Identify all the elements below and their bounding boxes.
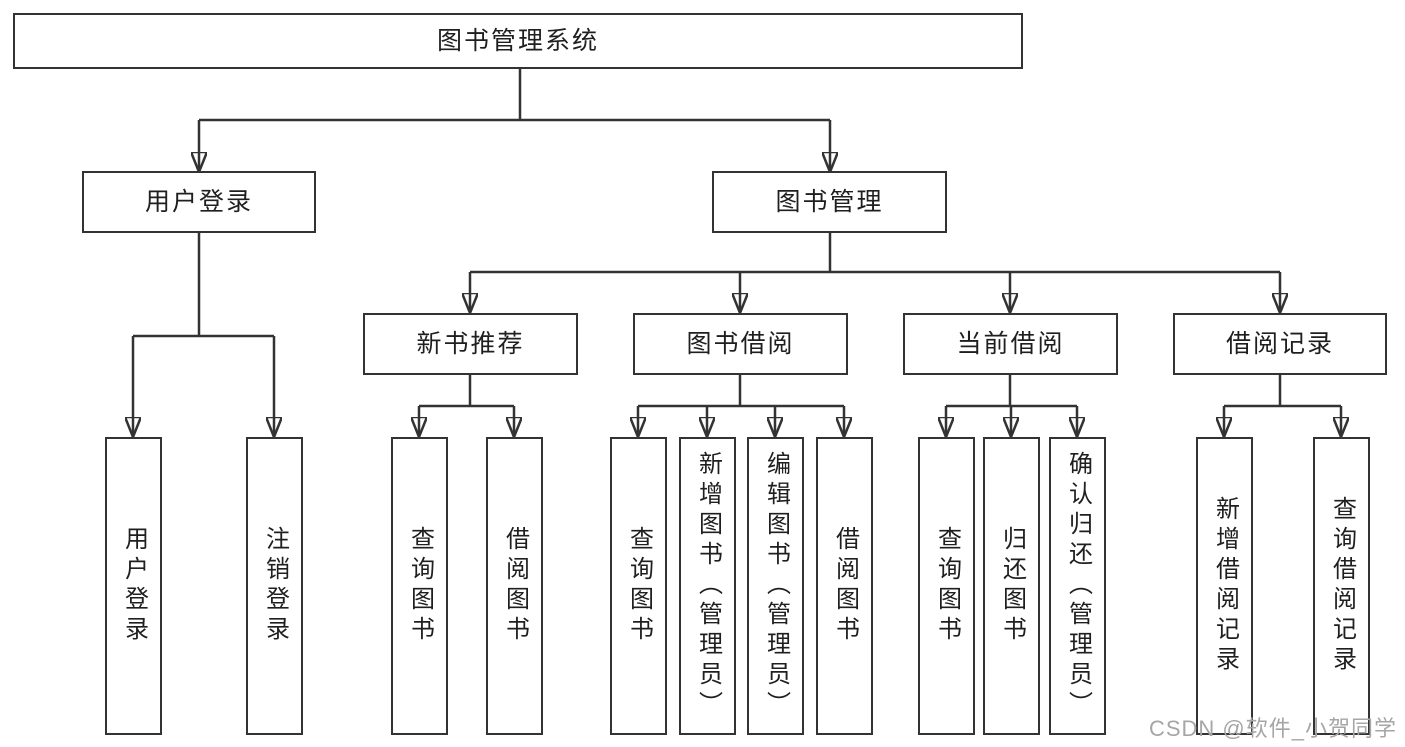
node-book-management: 图书管理 [712,171,947,233]
leaf-borrow-book-recommend: 借阅图书 [486,437,543,735]
leaf-user-login: 用户登录 [105,437,162,735]
leaf-return-book: 归还图书 [983,437,1040,735]
leaf-add-borrow-record: 新增借阅记录 [1196,437,1253,735]
node-current-borrow: 当前借阅 [903,313,1118,375]
leaf-query-borrow-record: 查询借阅记录 [1313,437,1370,735]
leaf-query-book-borrow: 查询图书 [610,437,667,735]
leaf-borrow-book: 借阅图书 [816,437,873,735]
leaf-query-book-recommend: 查询图书 [391,437,448,735]
node-borrow-record: 借阅记录 [1173,313,1387,375]
csdn-watermark: CSDN @软件_小贺同学 [1148,716,1397,741]
leaf-confirm-return-admin: 确认归还（管理员） [1049,437,1106,735]
leaf-logout: 注销登录 [246,437,303,735]
node-new-book-recommend: 新书推荐 [363,313,578,375]
leaf-query-book-current: 查询图书 [918,437,975,735]
leaf-add-book-admin: 新增图书（管理员） [679,437,736,735]
node-user-login: 用户登录 [82,171,316,233]
node-root-system: 图书管理系统 [13,13,1023,69]
node-book-borrow: 图书借阅 [633,313,848,375]
leaf-edit-book-admin: 编辑图书（管理员） [747,437,804,735]
